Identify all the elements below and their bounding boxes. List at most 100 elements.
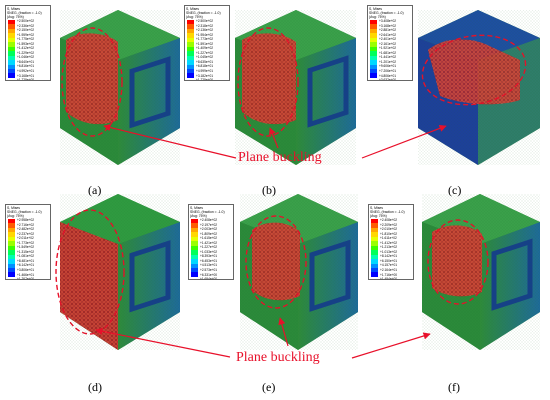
legend-color-swatch	[370, 68, 377, 74]
legend-color-swatch	[371, 272, 378, 277]
legend-subtitle: SNEG, (fraction = -1.0)	[369, 11, 404, 15]
legend-color-swatch	[8, 28, 15, 34]
legend-color-swatch	[191, 267, 198, 273]
legend-color-swatch	[191, 219, 198, 224]
legend-subtitle: SNEG, (fraction = -1.0)	[7, 210, 42, 214]
legend-color-swatch	[8, 254, 15, 260]
legend-avg: (Avg: 75%)	[369, 15, 386, 19]
legend-color-swatch	[191, 254, 198, 260]
legend-color-swatch	[187, 73, 194, 78]
caption-f: (f)	[448, 380, 460, 394]
legend-value: +3.632e+00	[379, 78, 397, 81]
legend-value: +1.729e+00	[17, 78, 35, 81]
legend-color-swatch	[8, 245, 15, 251]
legend-color-swatch	[8, 259, 15, 264]
legend-color-swatch	[191, 227, 198, 233]
legend-color-swatch	[371, 227, 378, 233]
legend-avg: (Avg: 75%)	[190, 214, 207, 218]
legend-value: +1.045e+02	[196, 55, 214, 60]
arrows-top	[103, 124, 447, 159]
legend-value: +1.213e+02	[380, 245, 398, 250]
legend-values: +2.958e+02+2.716e+02+2.482e+02+2.237e+02…	[17, 218, 35, 279]
legend-color-swatch	[371, 236, 378, 242]
legend-color-swatch	[371, 259, 378, 264]
legend-color-bar	[8, 219, 15, 277]
arrow-bottom-d	[95, 327, 231, 358]
legend-value: +4.157e+01	[380, 263, 398, 268]
legend-color-swatch	[187, 28, 194, 34]
legend-color-swatch	[8, 227, 15, 233]
legend-value: +6.150e+01	[380, 258, 398, 263]
legend-d: S, Mises SNEG, (fraction = -1.0) (Avg: 7…	[5, 204, 51, 280]
legend-avg: (Avg: 75%)	[7, 15, 24, 19]
legend-title: S, Mises	[186, 7, 199, 11]
legend-color-swatch	[8, 219, 15, 224]
legend-value: +3.182e+01	[196, 73, 214, 78]
arrow-bottom-f	[351, 332, 431, 359]
legend-value: +1.229e+02	[17, 50, 35, 55]
legend-value: +4.992e+01	[17, 69, 35, 74]
legend-value: +1.412e+02	[380, 240, 398, 245]
legend-value: +2.011e+02	[17, 236, 34, 241]
legend-color-swatch	[371, 219, 378, 224]
legend-a: S, Mises SNEG, (fraction = -1.0) (Avg: 7…	[5, 5, 51, 81]
legend-value: +1.591e+02	[196, 41, 214, 46]
legend-value: +1.775e+02	[17, 37, 35, 42]
legend-color-swatch	[8, 20, 15, 25]
legend-value: +3.168e+02	[379, 23, 397, 28]
legend-value: +8.635e+01	[196, 59, 214, 64]
legend-color-swatch	[370, 64, 377, 69]
caption-e: (e)	[262, 380, 276, 394]
legend-avg: (Avg: 75%)	[370, 214, 387, 218]
legend-value: +1.615e+02	[200, 236, 218, 241]
arrow-top-b	[269, 127, 279, 149]
plane-buckling-label-bottom: Plane buckling	[236, 350, 320, 365]
legend-color-swatch	[8, 267, 15, 273]
legend-value: +8.481e+01	[17, 258, 35, 263]
legend-color-swatch	[191, 223, 198, 228]
legend-value: +1.441e+02	[379, 55, 397, 60]
legend-color-bar	[371, 219, 378, 277]
legend-color-swatch	[370, 73, 377, 78]
legend-color-swatch	[370, 20, 377, 25]
legend-color-swatch	[370, 60, 377, 65]
legend-value: +1.409e+02	[196, 46, 214, 51]
legend-title: S, Mises	[7, 206, 20, 210]
plane-buckling-label-top: Plane buckling	[238, 150, 322, 165]
legend-avg: (Avg: 75%)	[7, 214, 24, 218]
legend-values: +2.500e+02+2.318e+02+2.136e+02+1.954e+02…	[196, 19, 214, 80]
legend-value: +2.136e+02	[196, 28, 214, 33]
cube-f	[422, 194, 540, 350]
caption-d: (d)	[88, 380, 102, 394]
legend-title: S, Mises	[7, 7, 20, 11]
legend-value: +1.954e+02	[196, 32, 214, 37]
legend-value: +4.513e+01	[200, 263, 218, 268]
legend-value: +8.640e+01	[17, 59, 35, 64]
legend-value: +1.681e+02	[379, 50, 397, 55]
legend-value: +1.227e+02	[200, 245, 218, 250]
legend-color-bar	[191, 219, 198, 277]
legend-color-swatch	[370, 42, 377, 47]
legend-value: +2.482e+02	[17, 227, 35, 232]
arrow-top-a	[103, 124, 237, 159]
legend-value: +1.716e+00	[380, 272, 398, 277]
legend-color-swatch	[187, 33, 194, 38]
arrow-bottom-e	[278, 317, 289, 347]
legend-subtitle: SNEG, (fraction = -1.0)	[7, 11, 42, 15]
legend-values: +2.408e+02+2.209e+02+2.010e+02+1.810e+02…	[380, 218, 398, 279]
legend-color-swatch	[8, 223, 15, 228]
legend-color-swatch	[370, 24, 377, 29]
legend-values: +2.500e+02+2.336e+02+2.150e+02+1.959e+02…	[17, 19, 35, 81]
legend-value: +6.816e+01	[17, 64, 35, 69]
legend-value: +2.003e+02	[200, 227, 218, 232]
legend-color-swatch	[8, 263, 15, 268]
legend-color-swatch	[8, 42, 15, 47]
legend-value: +1.809e+02	[200, 231, 218, 236]
legend-value: +4.999e+01	[196, 69, 214, 74]
legend-color-bar	[187, 20, 194, 78]
legend-color-swatch	[187, 37, 194, 43]
legend-value: +2.010e+02	[380, 227, 398, 232]
legend-value: +1.921e+02	[379, 46, 397, 51]
legend-color-swatch	[371, 267, 378, 273]
